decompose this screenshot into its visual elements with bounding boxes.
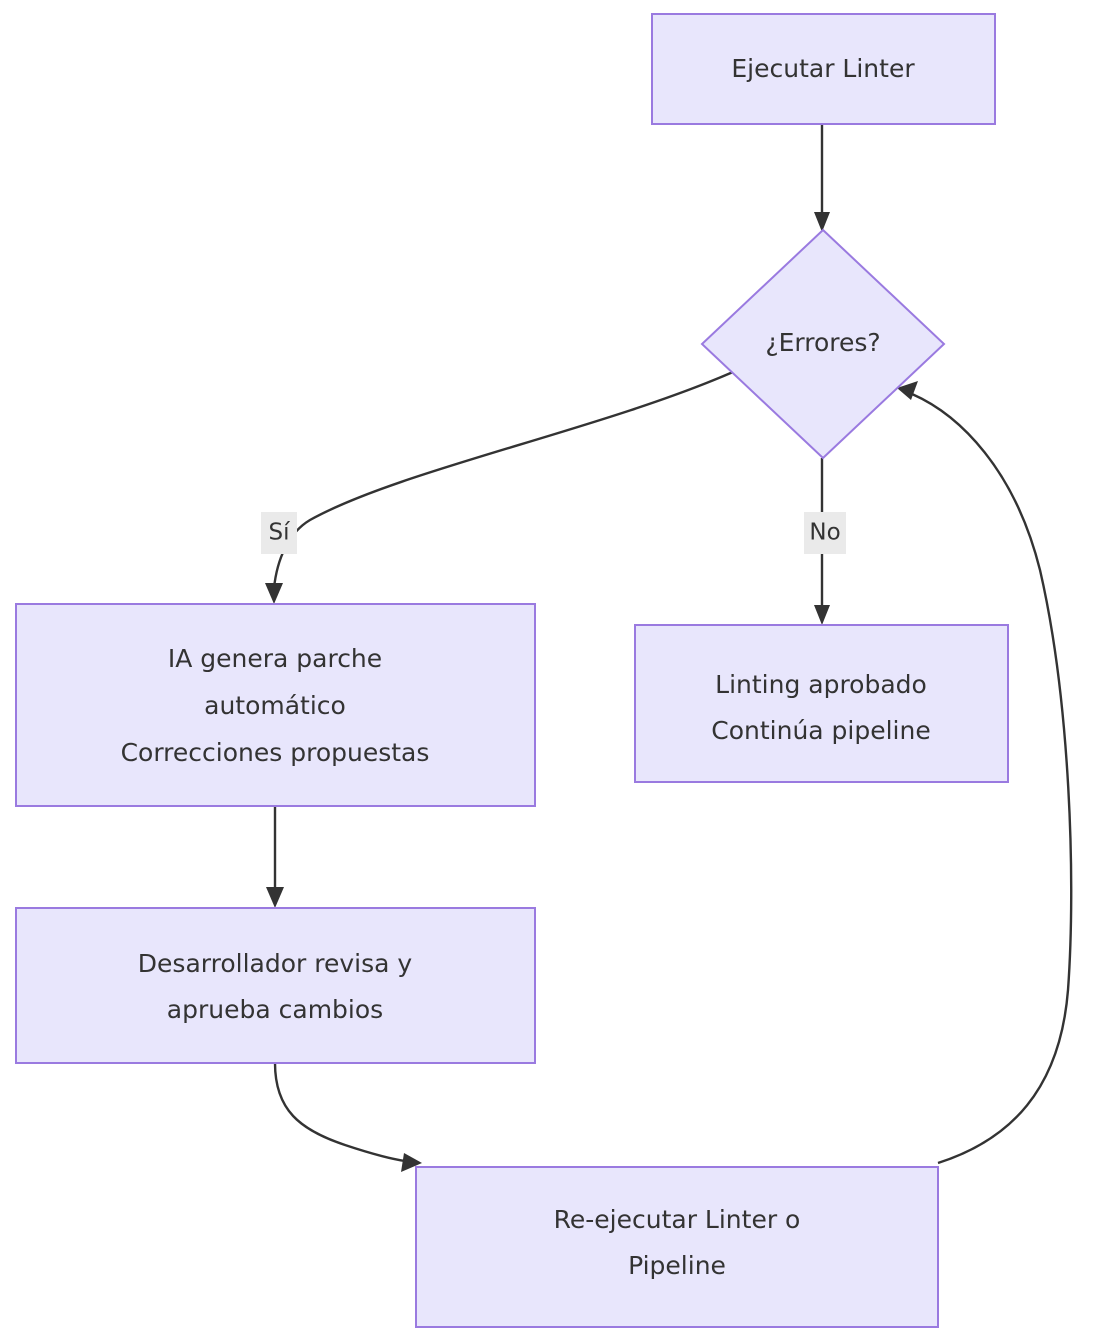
edge-path [911,392,1073,1165]
edge-label-yes-text: Sí [269,520,291,546]
node-run-linter[interactable]: Ejecutar Linter [651,13,996,125]
node-layer: Ejecutar Linter ¿Errores? IA genera parc… [15,13,1009,1328]
arrowhead-icon [814,605,830,625]
node-errors-decision[interactable]: ¿Errores? [700,228,946,460]
edge-errors-to-ai-patch [265,370,734,604]
node-label-errors-decision: ¿Errores? [765,328,880,357]
node-box[interactable] [651,13,996,125]
edge-label-yes: Sí [261,512,297,554]
node-label-ai-patch-line1: IA genera parche [168,644,382,673]
edge-path [272,370,734,589]
node-ai-patch[interactable]: IA genera parche automático Correcciones… [15,603,536,807]
node-diamond[interactable] [700,228,946,460]
edge-label-background [804,512,846,554]
node-dev-review[interactable]: Desarrollador revisa y aprueba cambios [15,907,536,1064]
node-box[interactable] [15,907,536,1064]
node-label-rerun-line2: Pipeline [628,1251,726,1280]
node-label-dev-review-line2: aprueba cambios [167,995,383,1024]
edge-run-linter-to-errors [814,124,830,232]
arrowhead-icon [266,887,284,908]
arrowhead-icon [401,1153,422,1172]
node-label-run-linter: Ejecutar Linter [731,54,915,83]
arrowhead-icon [265,583,283,604]
edge-label-no-text: No [809,520,840,546]
node-rerun[interactable]: Re-ejecutar Linter o Pipeline [415,1166,939,1328]
node-lint-approved[interactable]: Linting aprobado Continúa pipeline [634,624,1009,783]
edge-label-no: No [804,512,846,554]
node-label-dev-review-line1: Desarrollador revisa y [138,949,413,978]
edge-path [273,1062,406,1163]
node-box[interactable] [634,624,1009,783]
node-label-lint-approved-line1: Linting aprobado [715,670,927,699]
edge-label-layer: Sí No [261,512,846,554]
node-box[interactable] [415,1166,939,1328]
node-label-ai-patch-line2: automático [204,691,346,720]
edge-ai-patch-to-dev-review [266,806,284,908]
arrowhead-icon [814,212,830,232]
node-label-ai-patch-line3: Correcciones propuestas [121,738,430,767]
node-box[interactable] [15,603,536,807]
node-label-rerun-line1: Re-ejecutar Linter o [554,1205,801,1234]
arrowhead-icon [897,381,918,400]
edge-label-background [261,512,297,554]
edge-rerun-to-errors [897,381,1073,1165]
edge-dev-review-to-rerun [273,1062,422,1172]
node-label-lint-approved-line2: Continúa pipeline [711,716,930,745]
